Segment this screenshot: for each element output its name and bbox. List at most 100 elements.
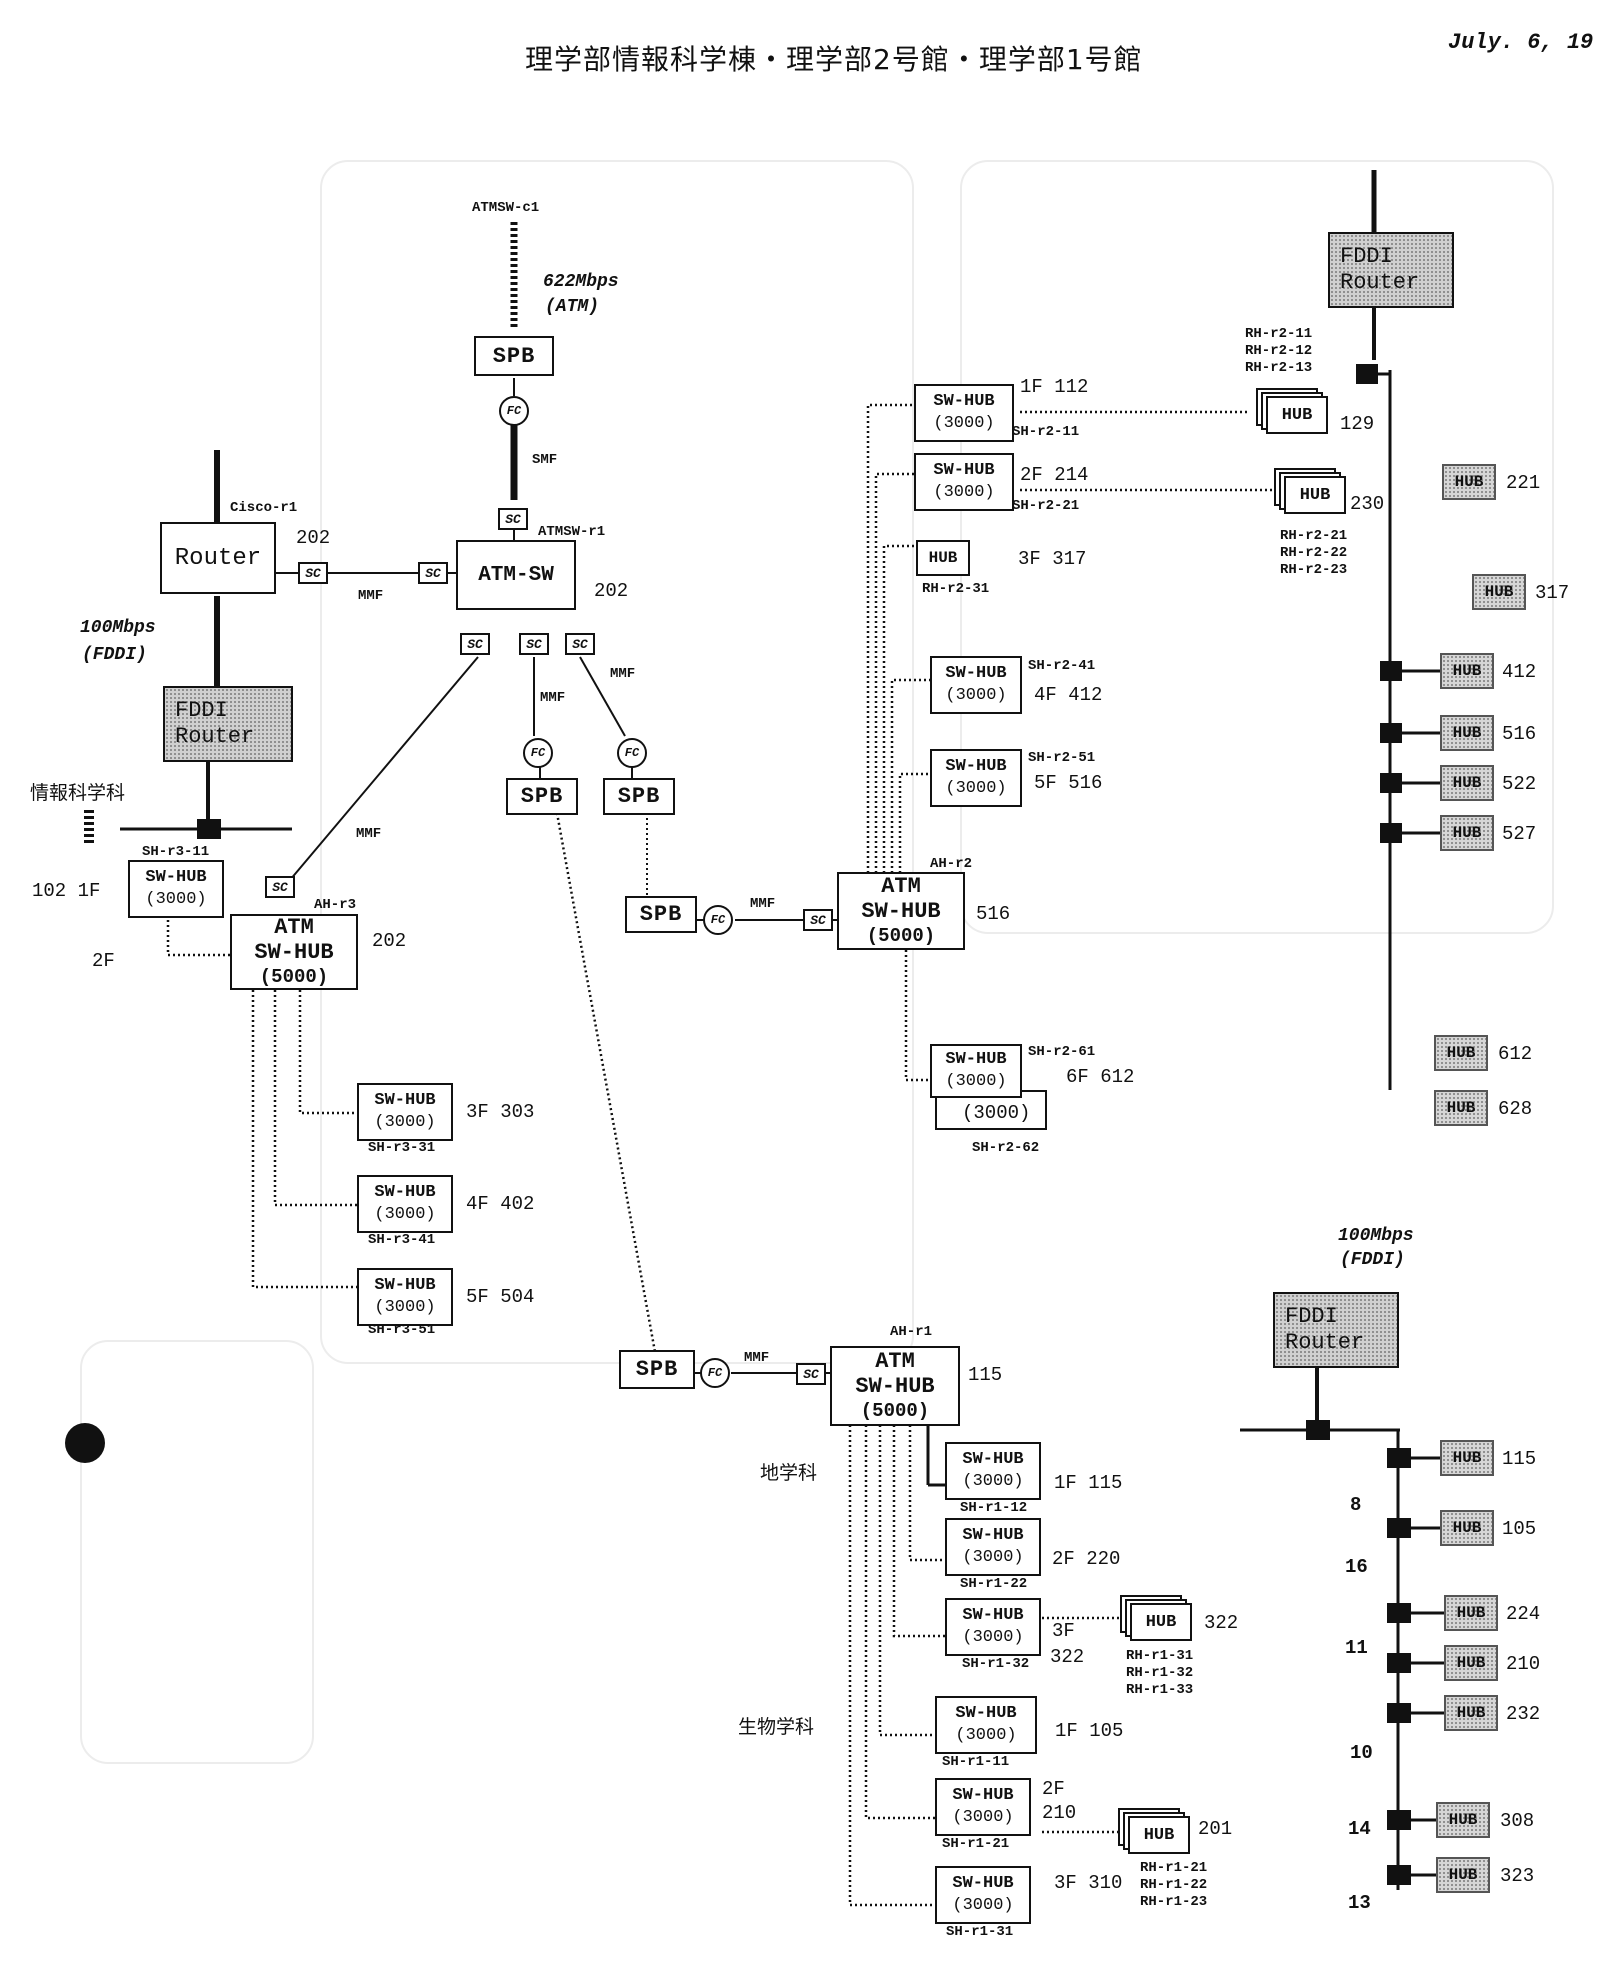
hub-room: 323 <box>1500 1865 1535 1887</box>
ah-r3-room: 202 <box>372 930 407 952</box>
sw-hub-label: SW-HUB <box>962 1526 1024 1545</box>
hub-room: 317 <box>1535 582 1570 604</box>
bandwidth-622-label: 622Mbps <box>543 272 619 292</box>
hub-label: HUB <box>1284 476 1346 514</box>
floor-room: 210 <box>1042 1802 1077 1824</box>
sh-r3-11-label: SH-r3-11 <box>142 844 210 860</box>
fddi-label: FDDI <box>1340 244 1393 269</box>
sc-connector-icon: SC <box>519 633 549 655</box>
floor-label: 3F 310 <box>1054 1872 1123 1894</box>
sw-hub-sh-r3-41: SW-HUB (3000) <box>357 1175 453 1233</box>
sw-hub-model: (3000) <box>933 414 995 433</box>
sh-r2-11-label: SH-r2-11 <box>1012 424 1080 440</box>
mmf-label: MMF <box>358 588 384 604</box>
hub-label: HUB <box>1130 1603 1192 1641</box>
hub-612: HUB <box>1434 1035 1488 1071</box>
sh-r1-31-label: SH-r1-31 <box>946 1924 1014 1940</box>
segment-count: 10 <box>1350 1742 1373 1764</box>
sw-hub-model: (3000) <box>933 483 995 502</box>
hub-room-201: 201 <box>1198 1818 1233 1840</box>
sw-hub-model: (3000) <box>962 1102 1031 1124</box>
rh-r2-11-label: RH-r2-11 <box>1245 326 1313 342</box>
sc-connector-icon: SC <box>803 909 833 931</box>
fddi-router-label: Router <box>1340 270 1420 295</box>
bandwidth-100-sub: (FDDI) <box>1340 1250 1405 1270</box>
hub-308: HUB <box>1436 1802 1490 1838</box>
sw-hub-label: SW-HUB <box>145 868 207 887</box>
sh-r2-51-label: SH-r2-51 <box>1028 750 1096 766</box>
rh-r2-31-label: RH-r2-31 <box>922 581 990 597</box>
bandwidth-100-sub: (FDDI) <box>82 645 147 665</box>
fddi-router-r2: FDDI Router <box>1328 232 1454 308</box>
sh-r2-62-label: SH-r2-62 <box>972 1140 1040 1156</box>
hub-516: HUB <box>1440 715 1494 751</box>
atm-model: (5000) <box>860 1399 930 1422</box>
rh-r2-23-label: RH-r2-23 <box>1280 562 1348 578</box>
mmf-label: MMF <box>610 666 636 682</box>
sc-connector-icon: SC <box>418 562 448 584</box>
sw-hub-label: SW-HUB <box>861 898 941 924</box>
fddi-router-label: Router <box>175 724 255 749</box>
sw-hub-sh-r3-31: SW-HUB (3000) <box>357 1083 453 1141</box>
binder-hole <box>65 1423 105 1463</box>
tap-node <box>1306 1420 1330 1440</box>
background-outline <box>320 160 914 1364</box>
spb-box: SPB <box>625 896 697 933</box>
sw-hub-label: SW-HUB <box>933 392 995 411</box>
tap-node <box>1380 773 1402 793</box>
fc-connector-icon: FC <box>499 396 529 426</box>
fc-connector-icon: FC <box>617 738 647 768</box>
hub-527: HUB <box>1440 815 1494 851</box>
fddi-router-left: FDDI Router <box>163 686 293 762</box>
hub-room-322: 322 <box>1204 1612 1239 1634</box>
mmf-label: MMF <box>540 690 566 706</box>
hub-room: 527 <box>1502 823 1537 845</box>
sc-connector-icon: SC <box>796 1363 826 1385</box>
sw-hub-model: (3000) <box>955 1726 1017 1745</box>
hub-room: 232 <box>1506 1703 1541 1725</box>
hub-room: 210 <box>1506 1653 1541 1675</box>
sh-r2-61-label: SH-r2-61 <box>1028 1044 1096 1060</box>
rh-r2-13-label: RH-r2-13 <box>1245 360 1313 376</box>
atm-sw-hub-ah-r1: ATM SW-HUB (5000) <box>830 1346 960 1426</box>
sw-hub-sh-r1-31: SW-HUB (3000) <box>935 1866 1031 1924</box>
mmf-label: MMF <box>744 1350 770 1366</box>
sc-connector-icon: SC <box>565 633 595 655</box>
sw-hub-label: SW-HUB <box>945 664 1007 683</box>
sh-r1-11-label: SH-r1-11 <box>942 1754 1010 1770</box>
spb-box: SPB <box>619 1350 695 1389</box>
floor-label: 2F 220 <box>1052 1548 1121 1570</box>
segment-count: 11 <box>1345 1637 1368 1659</box>
rh-r1-33-label: RH-r1-33 <box>1126 1682 1194 1698</box>
tap-node <box>1387 1653 1411 1673</box>
floor-label: 3F 303 <box>466 1101 535 1123</box>
sw-hub-model: (3000) <box>962 1628 1024 1647</box>
rh-r1-23-label: RH-r1-23 <box>1140 1894 1208 1910</box>
sh-r3-31-label: SH-r3-31 <box>368 1140 436 1156</box>
sw-hub-sh-r3-51: SW-HUB (3000) <box>357 1268 453 1326</box>
hub-stack-201: HUB <box>1118 1808 1198 1860</box>
hub-628: HUB <box>1434 1090 1488 1126</box>
floor-label: 1F 115 <box>1054 1472 1123 1494</box>
floor-label-2f: 2F <box>92 950 115 972</box>
smf-label: SMF <box>532 452 558 468</box>
sw-hub-model: (3000) <box>962 1472 1024 1491</box>
sh-r3-41-label: SH-r3-41 <box>368 1232 436 1248</box>
page-date: July. 6, 19 <box>1448 30 1594 55</box>
sw-hub-label: SW-HUB <box>374 1091 436 1110</box>
sh-r1-21-label: SH-r1-21 <box>942 1836 1010 1852</box>
floor-label: 2F 214 <box>1020 464 1089 486</box>
floor-label: 6F 612 <box>1066 1066 1135 1088</box>
sc-connector-icon: SC <box>460 633 490 655</box>
sw-hub-model: (3000) <box>374 1298 436 1317</box>
atmsw-c1-label: ATMSW-c1 <box>472 200 540 216</box>
sw-hub-model: (3000) <box>962 1548 1024 1567</box>
sw-hub-sh-r1-22: SW-HUB (3000) <box>945 1518 1041 1576</box>
sw-hub-sh-r2-51: SW-HUB (3000) <box>930 749 1022 807</box>
mmf-label: MMF <box>356 826 382 842</box>
rh-r2-21-label: RH-r2-21 <box>1280 528 1348 544</box>
tap-node <box>1387 1865 1411 1885</box>
tap-node <box>1380 661 1402 681</box>
page-title: 理学部情報科学棟・理学部2号館・理学部1号館 <box>525 43 1143 76</box>
tap-node <box>1387 1518 1411 1538</box>
